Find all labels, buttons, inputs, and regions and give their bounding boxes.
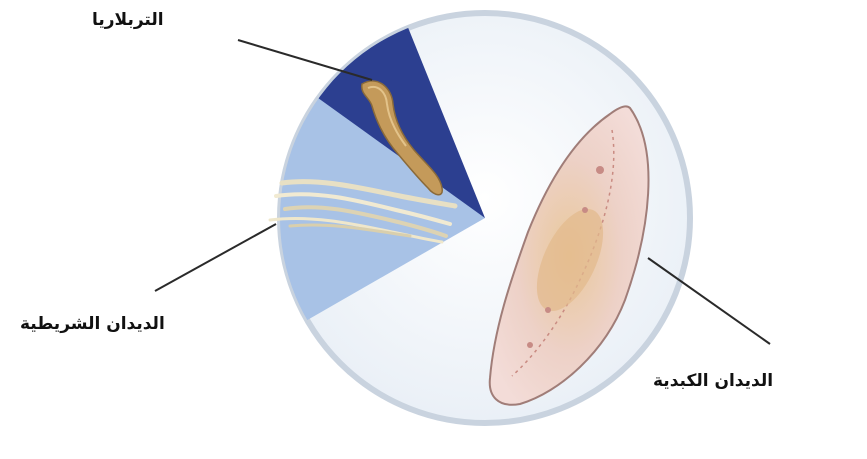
label-tapeworms: الديدان الشريطية xyxy=(20,316,165,333)
label-turbellaria: التربلاريا xyxy=(92,12,164,29)
tapeworm-leader xyxy=(155,224,276,291)
label-liver-flukes: الديدان الكبدية xyxy=(653,373,773,390)
